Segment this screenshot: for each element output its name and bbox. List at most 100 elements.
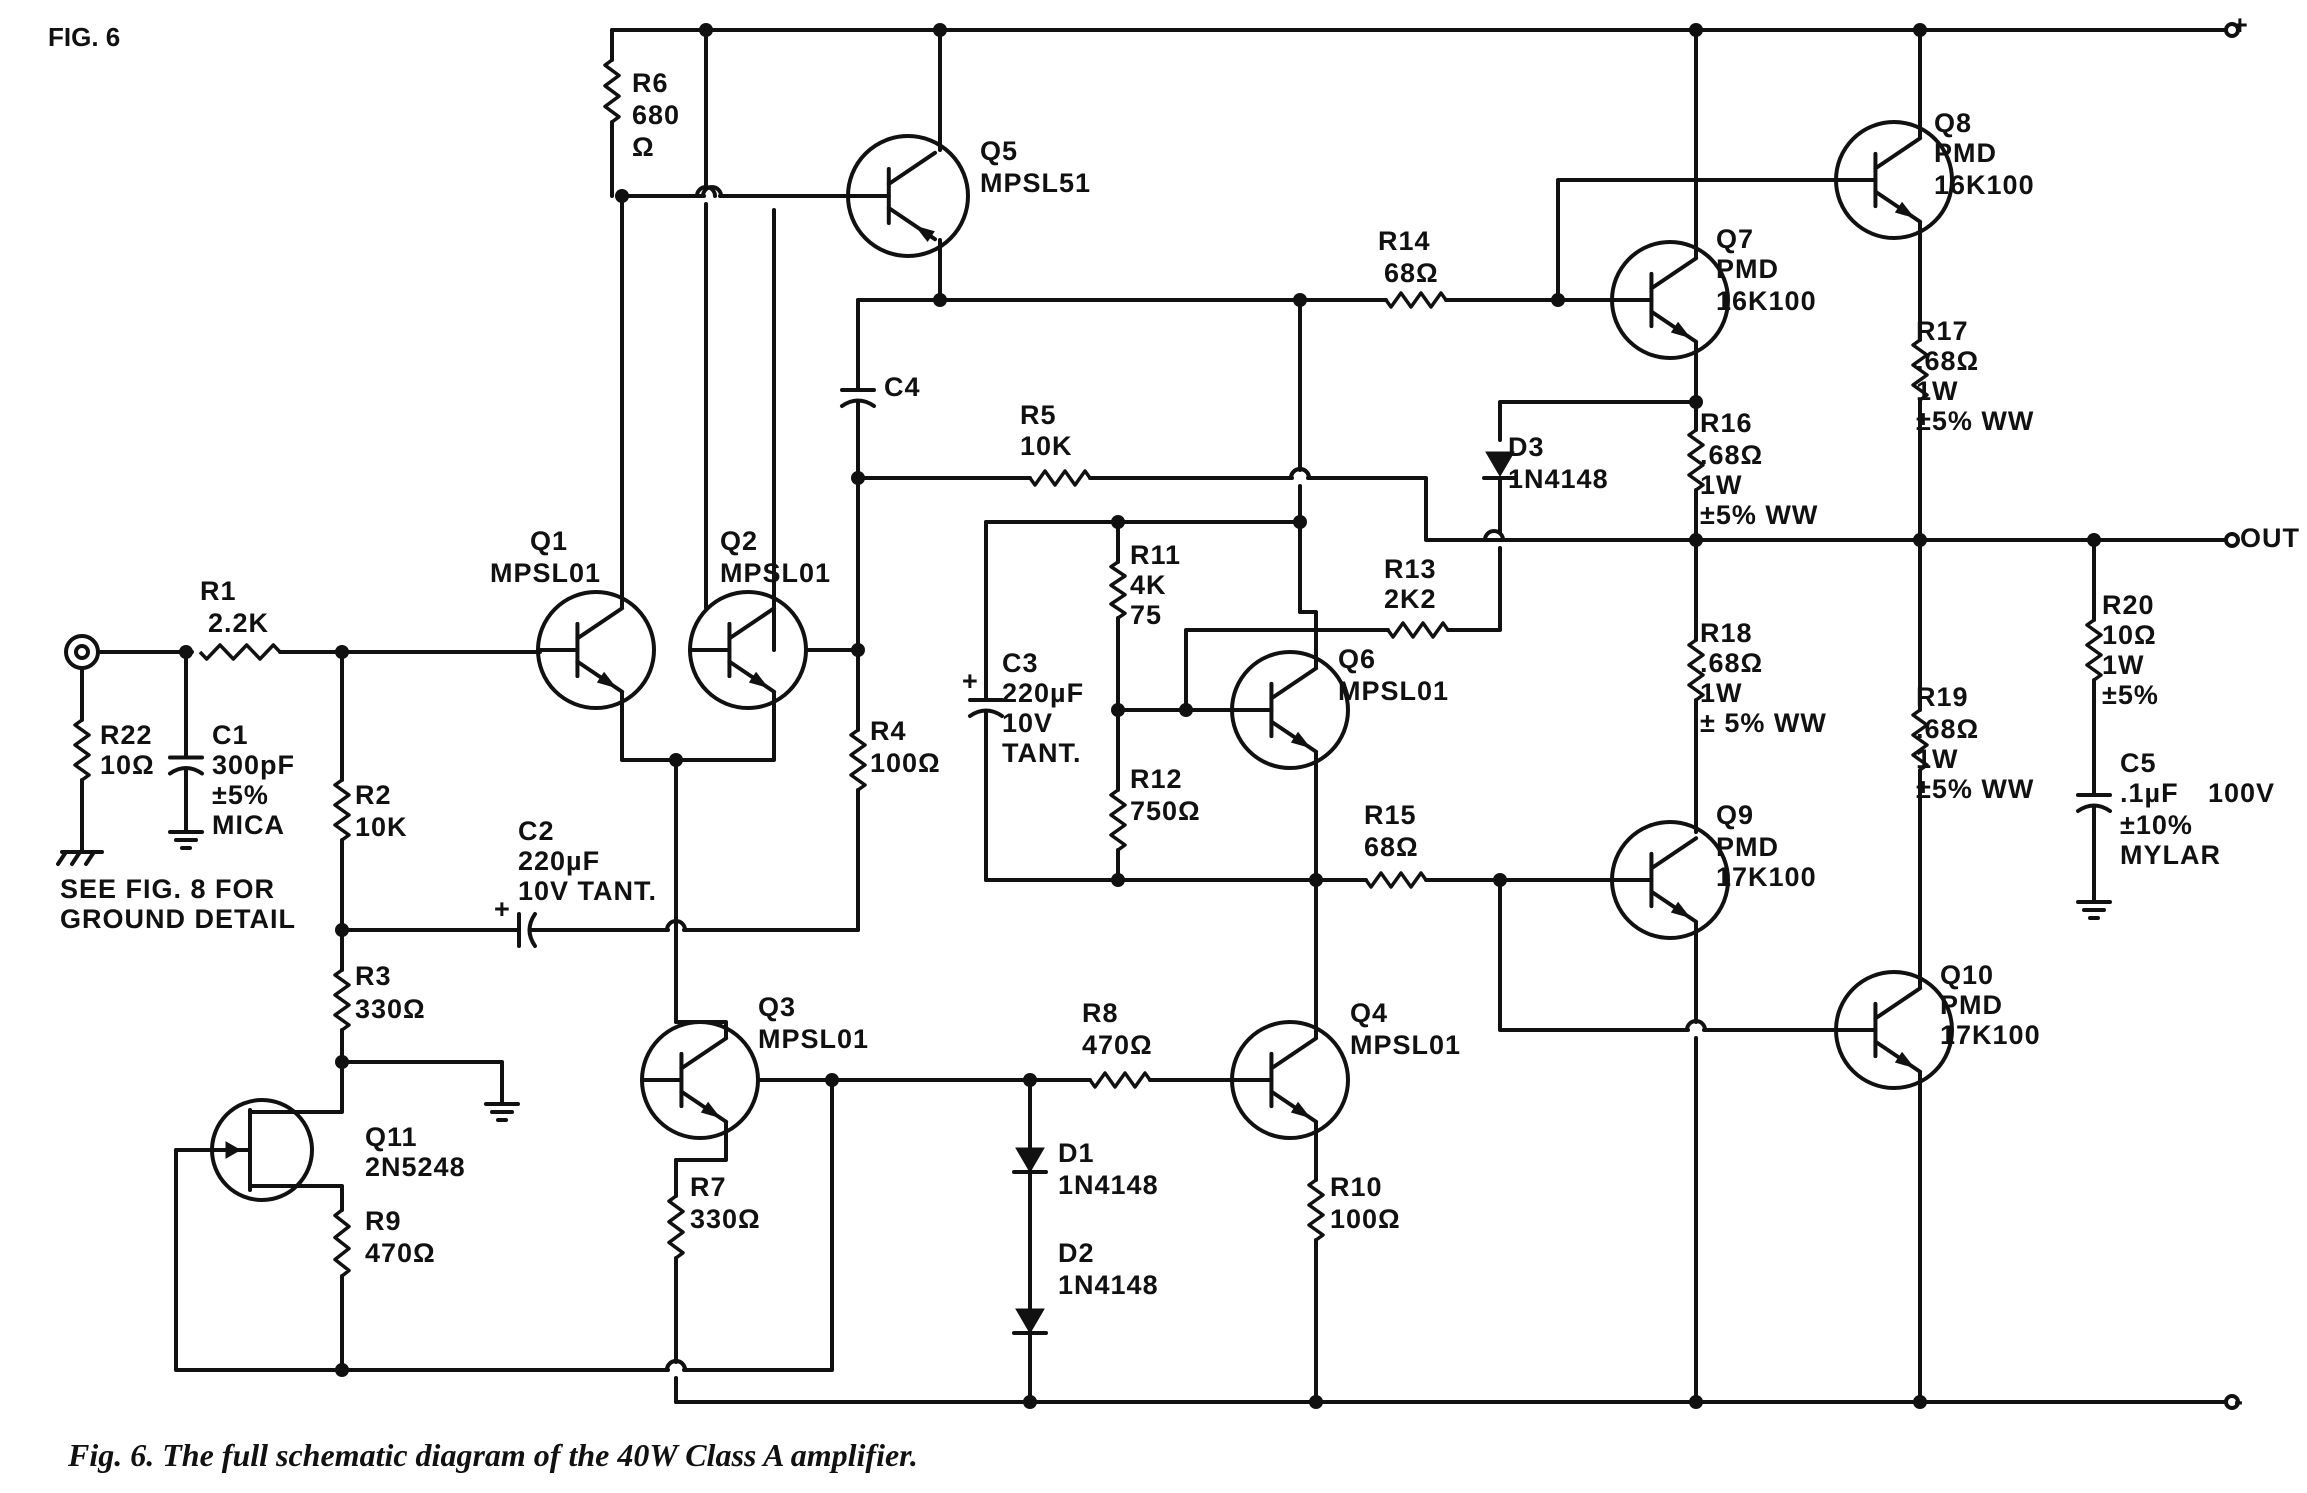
q7-transistor — [1610, 240, 1730, 360]
wire — [1556, 178, 1838, 302]
r12-resistor — [1109, 788, 1127, 852]
emitter-arrow — [596, 671, 617, 689]
d3-diode-triangle — [1485, 451, 1515, 477]
r8-resistor — [1088, 1071, 1152, 1089]
wire — [174, 1148, 344, 1372]
q2-transistor — [688, 590, 808, 710]
wire — [674, 690, 776, 762]
positive-terminal — [2224, 22, 2240, 38]
terminal-minus-label: - — [2234, 1386, 2244, 1416]
emitter-arrow — [1290, 731, 1311, 749]
input-jack-center — [74, 644, 90, 660]
c5-capacitor — [2076, 768, 2112, 832]
collector-lead — [1649, 836, 1699, 871]
collector-lead — [886, 150, 937, 186]
wire — [682, 1082, 834, 1372]
wiring — [80, 23, 2228, 1409]
collector-lead — [1649, 256, 1699, 291]
c3-capacitor — [968, 678, 1004, 732]
r5-resistor — [1028, 469, 1092, 487]
emitter-arrow — [748, 671, 769, 689]
r15-resistor — [1364, 871, 1428, 889]
q6-transistor — [1230, 650, 1350, 770]
collector-lead — [1873, 986, 1923, 1021]
c2-capacitor — [498, 912, 550, 948]
c2-polarity: + — [494, 894, 511, 924]
c1-capacitor — [168, 733, 204, 792]
r18-resistor — [1687, 638, 1705, 702]
components: ++ — [56, 22, 2240, 1410]
emitter-arrow — [1290, 1101, 1311, 1119]
q11-jfet-body — [210, 1098, 314, 1202]
wire-crossover — [695, 185, 717, 198]
output-terminal — [2224, 532, 2240, 548]
r10-resistor — [1307, 1178, 1325, 1242]
r22-resistor — [73, 718, 91, 782]
q10-transistor — [1834, 970, 1954, 1090]
junction-dot — [1309, 1395, 1323, 1409]
q8-transistor — [1834, 120, 1954, 240]
wire — [674, 1120, 728, 1162]
c4-capacitor — [840, 368, 876, 422]
r3-ground — [484, 1088, 520, 1122]
c1-ground — [168, 816, 204, 850]
wire-crossover — [665, 1359, 687, 1372]
r16-resistor — [1687, 428, 1705, 492]
c5-rating-label: 100V — [2208, 778, 2275, 808]
r17-resistor — [1911, 338, 1929, 402]
emitter-arrow — [700, 1101, 721, 1119]
r3-resistor — [333, 968, 351, 1032]
wire — [1306, 476, 1490, 542]
r7-resistor — [667, 1194, 685, 1260]
c5-ground — [2076, 886, 2112, 920]
r2-resistor — [333, 778, 351, 842]
collector-lead — [575, 606, 625, 641]
q11-gate-arrow — [225, 1141, 242, 1159]
collector-lead — [679, 1036, 729, 1071]
chassis-ground — [56, 850, 104, 866]
q5-transistor — [846, 134, 970, 258]
q3-transistor — [640, 1020, 760, 1140]
r1-resistor — [198, 643, 282, 661]
emitter-arrow — [1670, 901, 1691, 919]
wire — [682, 868, 860, 932]
r4-resistor — [849, 728, 867, 792]
terminal-out-label: OUT — [2240, 523, 2300, 553]
ground-note-line1: SEE FIG. 8 FOR — [60, 874, 275, 904]
c4-label: C4 — [884, 372, 921, 402]
wire — [248, 1184, 344, 1212]
r9-resistor — [333, 1208, 351, 1278]
wire — [620, 690, 678, 762]
wire — [1498, 400, 1698, 442]
emitter-arrow — [1894, 1051, 1915, 1069]
q9-transistor — [1610, 820, 1730, 940]
r20-resistor — [2085, 618, 2103, 682]
r19-resistor — [1911, 708, 1929, 772]
collector-lead — [1269, 666, 1319, 701]
wire — [1184, 628, 1318, 712]
ground-note-line2: GROUND DETAIL — [60, 904, 296, 934]
